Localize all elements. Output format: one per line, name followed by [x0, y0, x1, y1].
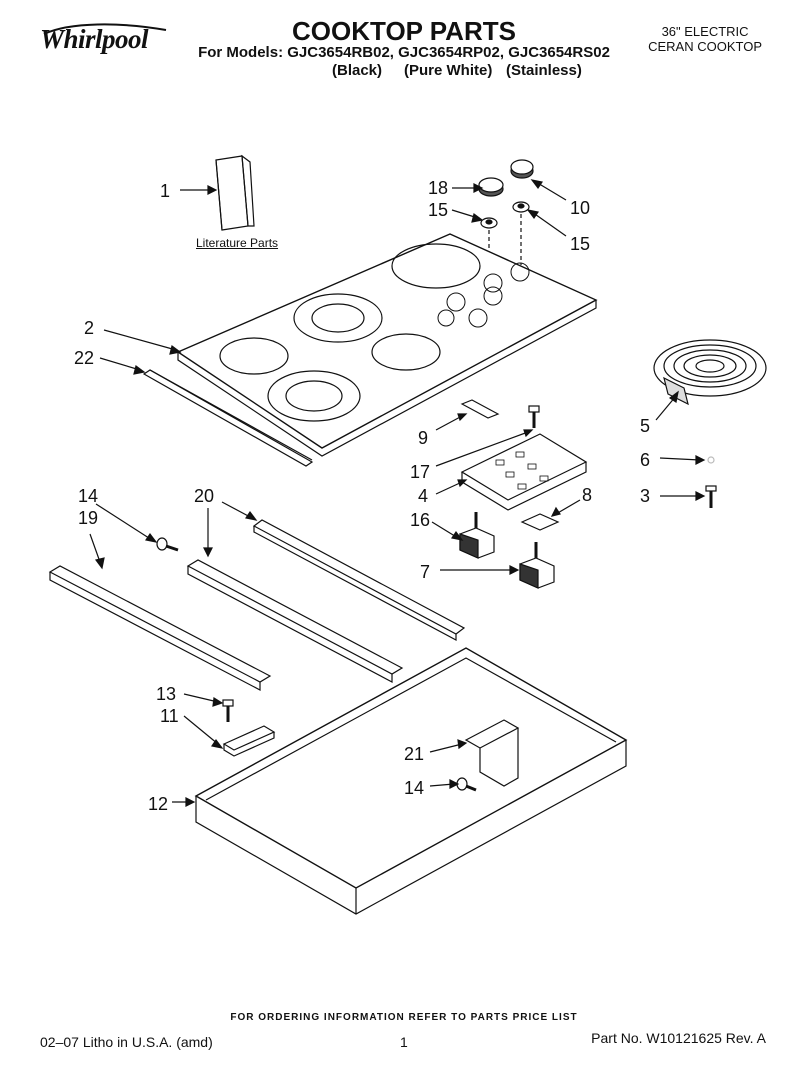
- screw-3: [705, 485, 717, 508]
- callout-2: 2: [84, 318, 94, 338]
- callout-15-left: 15: [428, 200, 448, 220]
- finish-pure-white: (Pure White): [404, 62, 493, 79]
- part-number: Part No. W10121625 Rev. A: [591, 1030, 766, 1046]
- bracket-21: [464, 719, 520, 787]
- callout-15-right: 15: [570, 234, 590, 254]
- control-board-part: [460, 433, 588, 511]
- rail-20: [252, 519, 466, 642]
- callout-10: 10: [570, 198, 590, 218]
- rail-middle: [186, 559, 404, 683]
- callout-8: 8: [582, 485, 592, 505]
- label-9: [460, 399, 500, 419]
- screw-13: [222, 699, 234, 722]
- callout-11: 11: [160, 706, 179, 726]
- callout-18: 18: [428, 178, 448, 198]
- bracket-11: [222, 725, 276, 757]
- product-type-line-1: 36" ELECTRIC: [661, 24, 749, 39]
- product-type-line-2: CERAN COOKTOP: [648, 39, 762, 54]
- callout-22: 22: [74, 348, 94, 368]
- callout-leaders: [89, 179, 706, 807]
- literature-booklet-part: [215, 154, 255, 231]
- callout-4: 4: [418, 486, 428, 506]
- callout-7: 7: [420, 562, 430, 582]
- bezel-15-right: [512, 201, 530, 213]
- knob-10: [510, 159, 534, 179]
- callout-5: 5: [640, 416, 650, 436]
- brand-logo: Whirlpool: [40, 24, 149, 54]
- clip-6: [707, 456, 715, 464]
- finish-stainless: (Stainless): [506, 62, 582, 79]
- callout-19: 19: [78, 508, 98, 528]
- callout-14-lower: 14: [404, 778, 424, 798]
- trim-strip-part: [142, 369, 314, 467]
- whirlpool-swoosh-icon: [43, 23, 167, 35]
- radiant-element-part: [653, 339, 767, 406]
- screw-17: [528, 405, 540, 428]
- callout-14-upper: 14: [78, 486, 98, 506]
- page-title: COOKTOP PARTS: [292, 16, 516, 46]
- screw-14-lower: [456, 777, 477, 792]
- bezel-15-left: [480, 217, 498, 229]
- knob-18: [478, 177, 504, 197]
- callout-3: 3: [640, 486, 650, 506]
- callout-16: 16: [410, 510, 430, 530]
- callout-1: 1: [160, 181, 170, 201]
- callout-9: 9: [418, 428, 428, 448]
- product-type: 36" ELECTRIC CERAN COOKTOP: [648, 24, 762, 54]
- gasket-8: [520, 513, 560, 531]
- ordering-info: FOR ORDERING INFORMATION REFER TO PARTS …: [230, 1012, 578, 1023]
- callout-20: 20: [194, 486, 214, 506]
- rail-19: [48, 565, 272, 691]
- callout-12: 12: [148, 794, 168, 814]
- model-numbers: For Models: GJC3654RB02, GJC3654RP02, GJ…: [198, 44, 610, 61]
- literature-parts-label: Literature Parts: [196, 236, 279, 250]
- litho-info: 02–07 Litho in U.S.A. (amd): [40, 1034, 213, 1050]
- callout-13: 13: [156, 684, 176, 704]
- glass-cooktop-part: [176, 233, 598, 457]
- callout-numbers: 1 18 10 15 15 2 22 5 9 6 17 4 3 8 16 7 1…: [74, 178, 650, 814]
- page-number: 1: [400, 1034, 408, 1050]
- finish-black: (Black): [332, 62, 383, 79]
- bottom-box-part: [194, 647, 628, 915]
- switch-16: [459, 512, 495, 559]
- callout-6: 6: [640, 450, 650, 470]
- screw-14-upper: [156, 537, 179, 552]
- switch-7: [519, 542, 555, 589]
- callout-21: 21: [404, 744, 424, 764]
- callout-17: 17: [410, 462, 430, 482]
